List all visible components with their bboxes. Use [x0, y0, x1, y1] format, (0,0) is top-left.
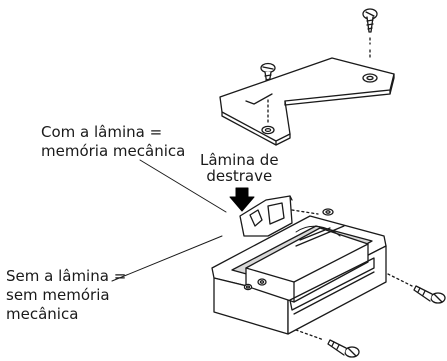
top-screw: [362, 8, 378, 59]
label-release-blade-line2: destrave: [206, 167, 273, 185]
bottom-screw: [295, 329, 360, 358]
label-release-blade: Lâmina de destrave: [200, 152, 279, 184]
pointer-without-blade: [111, 235, 223, 282]
label-without-blade-line2: sem memória: [6, 286, 110, 304]
electric-strike-body: [211, 208, 387, 335]
right-screw: [387, 273, 446, 304]
label-with-blade-line1: Com a lâmina =: [41, 123, 163, 141]
faceplate: [219, 57, 395, 146]
label-with-blade-line2: memória mecânica: [41, 142, 186, 160]
pointer-with-blade: [139, 159, 227, 213]
label-without-blade-line1: Sem a lâmina =: [6, 267, 127, 285]
label-release-blade-line1: Lâmina de: [200, 151, 279, 169]
label-without-blade: Sem a lâmina = sem memória mecânica: [6, 267, 126, 324]
down-arrow-icon: [229, 187, 255, 212]
label-with-blade: Com a lâmina = memória mecânica: [41, 123, 185, 161]
label-without-blade-line3: mecânica: [6, 305, 79, 323]
release-blade: [239, 195, 293, 237]
